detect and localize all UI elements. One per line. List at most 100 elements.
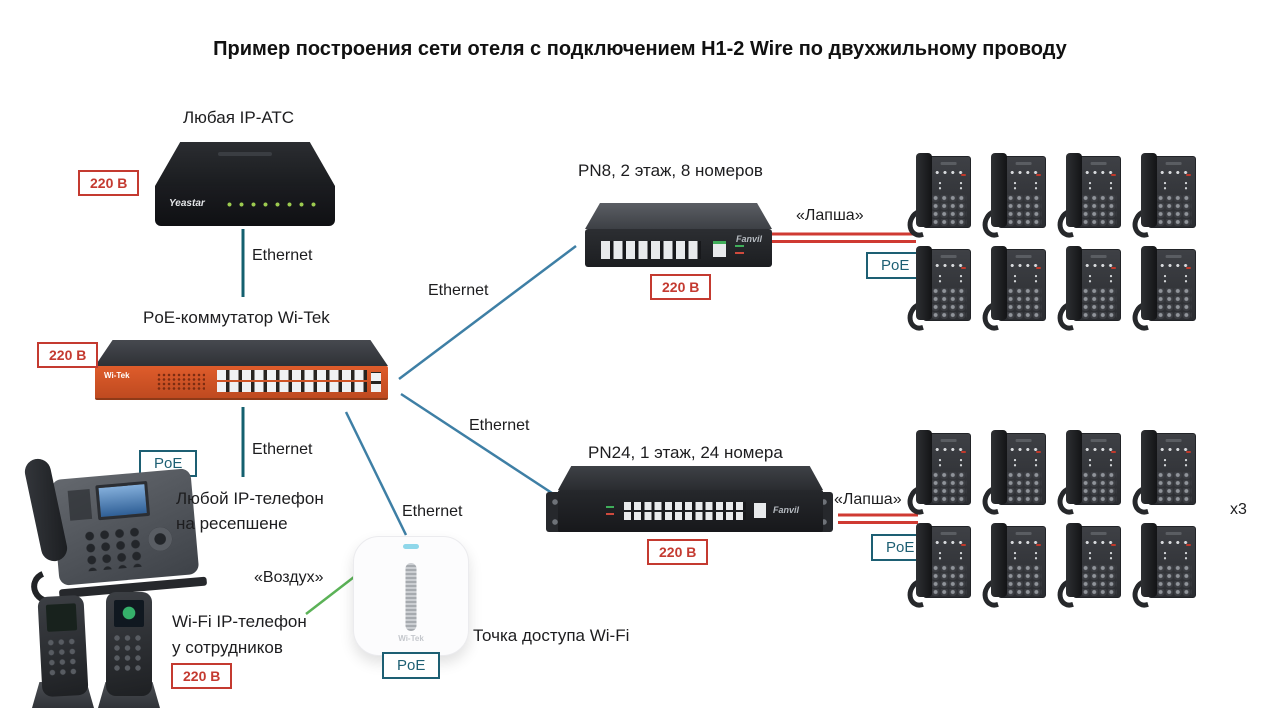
ethernet-label-pn24: Ethernet bbox=[469, 417, 530, 434]
handset-body bbox=[106, 592, 152, 696]
ip-phone bbox=[977, 246, 1049, 336]
phone-softkeys-left bbox=[1161, 273, 1169, 284]
pn8-ports bbox=[601, 241, 701, 259]
pn24-uplink-port bbox=[754, 503, 766, 518]
phone-brand-mark bbox=[1015, 255, 1032, 258]
phone-keypad bbox=[932, 565, 967, 596]
phone-keypad bbox=[1007, 195, 1042, 226]
pbx-front-panel: Yeastar bbox=[155, 186, 335, 226]
pn24-top-panel bbox=[558, 466, 823, 490]
core-switch-device: Wi-Tek bbox=[95, 340, 388, 402]
reception-phone-label-line1: Любой IP-телефон bbox=[176, 489, 324, 508]
phone-softkeys-left bbox=[936, 457, 944, 468]
phone-handset-icon bbox=[991, 246, 1007, 320]
phone-handset-icon bbox=[991, 523, 1007, 597]
core-switch-top-panel bbox=[95, 340, 388, 366]
phone-keypad bbox=[1082, 565, 1117, 596]
power-badge-pn8: 220 В bbox=[650, 274, 712, 300]
phone-line-keys bbox=[935, 540, 966, 545]
core-switch-brand-logo: Wi-Tek bbox=[104, 371, 130, 380]
ip-phone bbox=[1052, 430, 1124, 520]
phone-softkeys-left bbox=[936, 273, 944, 284]
ethernet-label-pn8: Ethernet bbox=[428, 282, 489, 299]
ip-phone bbox=[1052, 246, 1124, 336]
pn8-brand-logo: Fanvil bbox=[735, 234, 762, 244]
phone-line-keys bbox=[1010, 447, 1041, 452]
ip-phone bbox=[1127, 246, 1199, 336]
wifi-handset-2 bbox=[94, 590, 164, 708]
phone-led bbox=[961, 451, 966, 453]
ethernet-line-switch-ap bbox=[344, 411, 408, 536]
phone-handset-icon bbox=[916, 523, 932, 597]
ethernet-line-switch-pn8 bbox=[398, 245, 577, 380]
port-row bbox=[624, 512, 746, 520]
pn24-front-panel: Fanvil bbox=[558, 490, 823, 532]
ip-phone bbox=[902, 246, 974, 336]
phone-brand-mark bbox=[1165, 439, 1182, 442]
phone-keypad bbox=[932, 195, 967, 226]
ip-phone bbox=[902, 430, 974, 520]
phone-line-keys bbox=[1010, 170, 1041, 175]
port-row bbox=[217, 382, 367, 392]
phone-line-keys bbox=[1085, 170, 1116, 175]
wifi-phone-label-line2: у сотрудников bbox=[172, 638, 283, 657]
phone-brand-mark bbox=[1090, 255, 1107, 258]
phone-handset-icon bbox=[1141, 430, 1157, 504]
phone-led bbox=[1036, 174, 1041, 176]
ip-phone bbox=[902, 523, 974, 613]
phone-line-keys bbox=[1160, 540, 1191, 545]
phone-softkeys-left bbox=[1086, 550, 1094, 561]
ip-phone bbox=[977, 430, 1049, 520]
multiplier-label: x3 bbox=[1230, 501, 1247, 518]
ip-phone bbox=[977, 153, 1049, 243]
phone-brand-mark bbox=[1165, 162, 1182, 165]
access-point-led bbox=[403, 544, 419, 549]
phone-handset-icon bbox=[1066, 153, 1082, 227]
port-row bbox=[217, 370, 367, 380]
phone-brand-mark bbox=[940, 532, 957, 535]
reception-phone-label-line2: на ресепшене bbox=[176, 514, 288, 533]
handset-keypad bbox=[113, 634, 145, 674]
core-switch-front-panel: Wi-Tek bbox=[95, 366, 388, 400]
pbx-device: Yeastar bbox=[155, 142, 335, 226]
pbx-brand-logo: Yeastar bbox=[169, 198, 205, 209]
wifi-handset-1 bbox=[30, 594, 96, 708]
phone-softkeys-right bbox=[1032, 273, 1040, 284]
phone-led bbox=[1186, 544, 1191, 546]
phone-line-keys bbox=[935, 447, 966, 452]
phone-handset-icon bbox=[1066, 246, 1082, 320]
phone-softkeys-right bbox=[957, 457, 965, 468]
phone-brand-mark bbox=[1165, 532, 1182, 535]
phone-softkeys-right bbox=[1182, 550, 1190, 561]
phone-softkeys-left bbox=[1011, 273, 1019, 284]
phone-softkeys-left bbox=[1086, 273, 1094, 284]
phone-softkeys-right bbox=[1182, 457, 1190, 468]
wifi-phones-device bbox=[30, 586, 170, 708]
phone-led bbox=[1111, 267, 1116, 269]
phone-led bbox=[1036, 544, 1041, 546]
phone-softkeys-left bbox=[1086, 180, 1094, 191]
phone-handset-icon bbox=[916, 246, 932, 320]
phone-line-keys bbox=[1160, 263, 1191, 268]
pn8-label: PN8, 2 этаж, 8 номеров bbox=[578, 161, 763, 180]
phone-handset-icon bbox=[991, 153, 1007, 227]
phone-softkeys-left bbox=[1161, 457, 1169, 468]
phone-brand-mark bbox=[1165, 255, 1182, 258]
phone-handset-icon bbox=[916, 153, 932, 227]
phone-keypad bbox=[1157, 472, 1192, 503]
phone-led bbox=[1111, 451, 1116, 453]
phone-softkeys-right bbox=[1032, 180, 1040, 191]
phone-grid-floor1 bbox=[902, 430, 1199, 613]
twisted-pair-label-pn24: «Лапша» bbox=[834, 491, 902, 508]
phone-softkeys-right bbox=[1182, 273, 1190, 284]
phone-softkeys-right bbox=[1107, 180, 1115, 191]
ethernet-line-switch-pn24 bbox=[400, 392, 559, 499]
phone-handset-icon bbox=[1141, 523, 1157, 597]
handset-screen bbox=[45, 603, 78, 632]
phone-grid-floor2 bbox=[902, 153, 1199, 336]
phone-handset-icon bbox=[1066, 523, 1082, 597]
phone-keypad bbox=[1082, 195, 1117, 226]
reception-phone-keypad bbox=[83, 526, 145, 572]
phone-line-keys bbox=[935, 170, 966, 175]
phone-line-keys bbox=[1010, 540, 1041, 545]
